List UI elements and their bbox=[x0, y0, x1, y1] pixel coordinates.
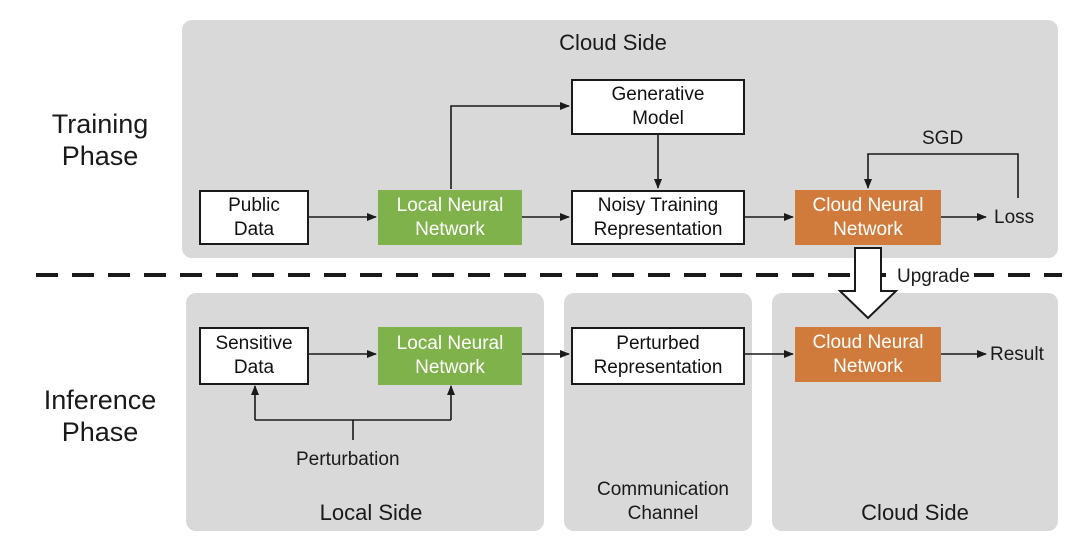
generative-model-box: Generative Model bbox=[571, 79, 745, 135]
upgrade-arrow bbox=[837, 247, 899, 320]
inference-cloud-nn-box: Cloud Neural Network bbox=[795, 327, 941, 382]
comm-channel-title: Communication Channel bbox=[597, 479, 729, 524]
inference-phase-label: Inference Phase bbox=[43, 385, 157, 447]
cloud-side-title: Cloud Side bbox=[861, 500, 969, 525]
sgd-label: SGD bbox=[922, 128, 964, 149]
arrow-local-to-generative bbox=[450, 102, 570, 189]
inference-local-nn-box: Local Neural Network bbox=[378, 327, 522, 385]
training-cloud-nn-box: Cloud Neural Network bbox=[795, 190, 941, 245]
sensitive-data-box: Sensitive Data bbox=[199, 327, 309, 385]
loss-label: Loss bbox=[994, 207, 1035, 228]
training-phase-label: Training Phase bbox=[51, 109, 149, 171]
perturbed-repr-box: Perturbed Representation bbox=[571, 327, 745, 385]
noisy-repr-box: Noisy Training Representation bbox=[571, 190, 745, 245]
result-label: Result bbox=[990, 344, 1044, 365]
sgd-feedback-arrow bbox=[864, 153, 1019, 198]
training-panel-title: Cloud Side bbox=[559, 30, 667, 55]
perturbation-label: Perturbation bbox=[296, 449, 400, 470]
upgrade-label: Upgrade bbox=[893, 266, 974, 288]
local-side-title: Local Side bbox=[319, 500, 423, 525]
training-local-nn-box: Local Neural Network bbox=[378, 190, 522, 245]
public-data-box: Public Data bbox=[199, 190, 309, 245]
